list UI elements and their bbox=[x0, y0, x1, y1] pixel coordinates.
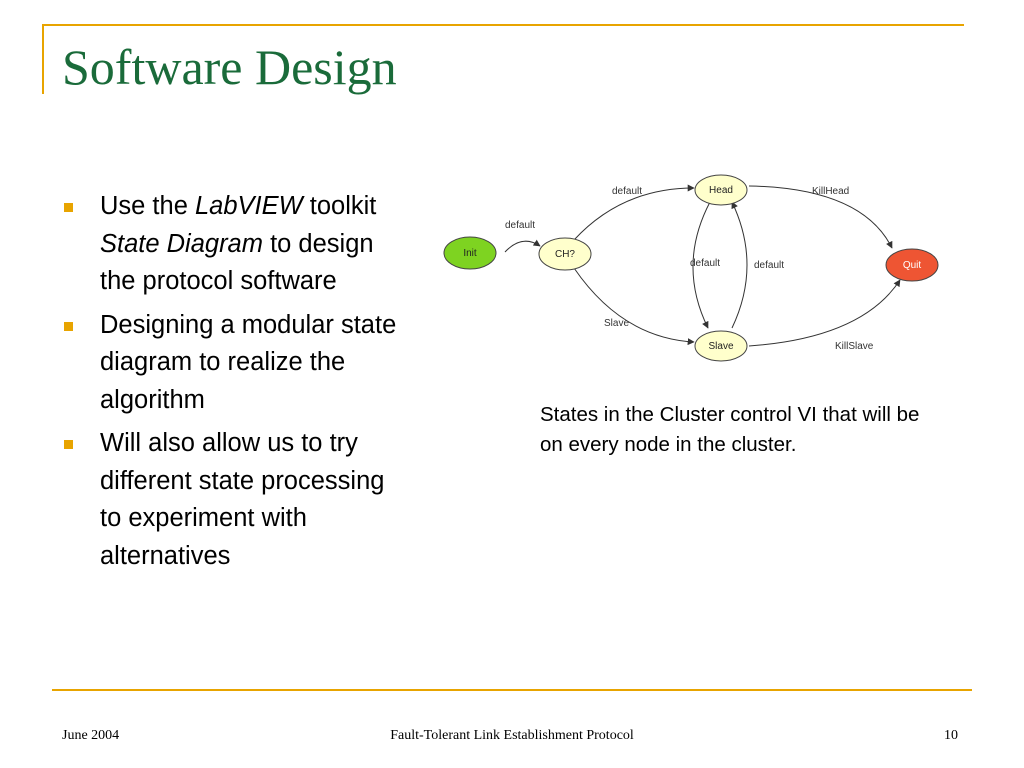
bullet-item: Will also allow us to try different stat… bbox=[62, 425, 407, 575]
edge-init-ch bbox=[504, 239, 541, 253]
state-quit-label: Quit bbox=[903, 260, 922, 271]
edge-ch-slave bbox=[573, 267, 695, 346]
page-number: 10 bbox=[944, 728, 958, 743]
bottom-rule bbox=[52, 689, 972, 691]
edge-label-head-quit: KillHead bbox=[812, 186, 849, 197]
state-head-label: Head bbox=[709, 185, 733, 196]
bullet-item: Use the LabVIEW toolkit State Diagram to… bbox=[62, 188, 407, 301]
edge-label-head-slave: default bbox=[690, 258, 720, 269]
edge-head-slave bbox=[692, 201, 711, 329]
state-ch: CH? bbox=[538, 237, 592, 271]
bullet-square-icon bbox=[64, 440, 73, 449]
bullet-square-icon bbox=[64, 203, 73, 212]
edge-label-slave-head: default bbox=[754, 260, 784, 271]
state-ch-label: CH? bbox=[555, 249, 575, 260]
edge-ch-head bbox=[573, 184, 695, 241]
footer-title: Fault-Tolerant Link Establishment Protoc… bbox=[390, 728, 634, 743]
state-init-label: Init bbox=[463, 248, 477, 259]
edge-label-init-ch: default bbox=[505, 220, 535, 231]
bullet-square-icon bbox=[64, 321, 73, 331]
left-rule bbox=[42, 24, 44, 94]
edge-slave-quit bbox=[748, 279, 901, 347]
top-rule bbox=[42, 24, 964, 26]
bullet-list: Use the LabVIEW toolkit State Diagram to… bbox=[62, 188, 407, 581]
edge-head-quit bbox=[748, 185, 893, 249]
state-diagram-emphasis: State Diagram bbox=[100, 229, 263, 258]
state-slave-label: Slave bbox=[708, 341, 733, 352]
labview-emphasis: LabVIEW bbox=[194, 192, 303, 220]
footer-date: June 2004 bbox=[62, 728, 120, 743]
diagram-caption: States in the Cluster control VI that wi… bbox=[540, 403, 920, 456]
slide-title: Software Design bbox=[62, 39, 397, 95]
state-init: Init bbox=[443, 236, 497, 270]
state-quit: Quit bbox=[885, 248, 939, 282]
edge-label-ch-head: default bbox=[612, 186, 642, 197]
bullet-item: Designing a modular state diagram to rea… bbox=[62, 307, 407, 420]
edge-label-ch-slave: Slave bbox=[604, 318, 629, 329]
state-slave: Slave bbox=[694, 330, 748, 362]
edge-slave-head bbox=[731, 201, 748, 329]
state-diagram: default default Slave default default Ki… bbox=[443, 174, 939, 362]
state-head: Head bbox=[694, 174, 748, 206]
edge-label-slave-quit: KillSlave bbox=[835, 341, 874, 352]
